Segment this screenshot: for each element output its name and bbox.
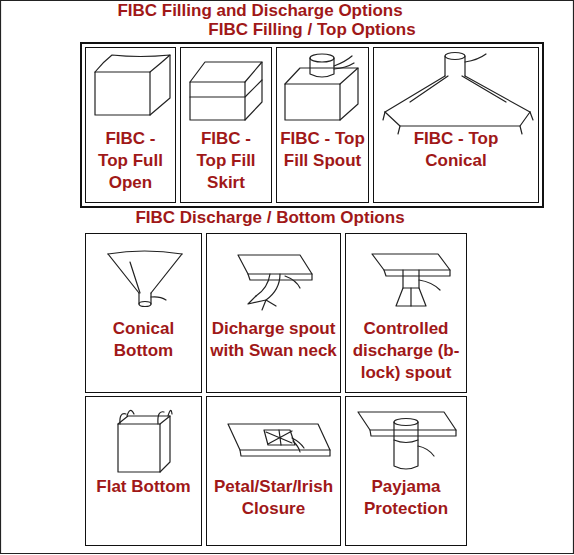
illustration-line — [130, 262, 140, 293]
b-lock-spout-figure — [372, 254, 450, 306]
illustration-line — [385, 76, 530, 112]
illustration-line — [419, 280, 440, 290]
illustration-line — [118, 416, 170, 424]
illustration-line — [151, 297, 166, 300]
group-heading: FIBC Filling / Top Options — [82, 20, 542, 40]
illustration-line — [465, 54, 486, 62]
petal-closure-figure — [228, 424, 330, 456]
flat-bottom-bag-figure — [118, 410, 172, 472]
illustration-line — [310, 58, 334, 77]
bag-open-top — [95, 55, 170, 115]
bag-conical-top — [383, 53, 533, 135]
option-label: FIBC - Top Fill Skirt — [182, 128, 270, 194]
bag-spout-top — [285, 54, 358, 120]
illustration-line — [394, 419, 418, 426]
payjama-protection-figure — [358, 412, 456, 469]
illustration-line — [394, 440, 418, 443]
illustration-line — [334, 56, 352, 66]
illustration-line — [358, 412, 456, 430]
illustration-line — [238, 255, 312, 274]
illustration-line — [256, 274, 280, 300]
option-label: FIBC - Top Full Open — [87, 128, 174, 194]
option-box: Controlled discharge (b-lock) spout — [345, 233, 467, 393]
illustration-line — [292, 438, 304, 452]
illustration-line — [403, 270, 419, 288]
illustration-line — [266, 430, 292, 445]
option-label: Controlled discharge (b-lock) spout — [347, 318, 465, 384]
option-box: Petal/Star/Irish Closure — [206, 396, 341, 546]
illustration-line — [394, 422, 418, 469]
illustration-line — [150, 55, 170, 115]
illustration-line — [445, 56, 465, 76]
illustration-line — [372, 254, 450, 270]
option-box: FIBC - Top Conical — [373, 47, 539, 203]
illustration-line — [245, 62, 262, 120]
illustration-line — [340, 68, 358, 120]
option-label: FIBC - Top Conical — [410, 128, 502, 172]
illustration-line — [418, 446, 434, 456]
illustration-line — [384, 270, 450, 276]
illustration-line — [190, 62, 262, 82]
option-box: Dicharge spout with Swan neck — [206, 233, 341, 393]
illustration-line — [108, 251, 182, 254]
section-heading: FIBC Discharge / Bottom Options — [60, 208, 480, 228]
option-label: FIBC - Top Fill Spout — [278, 128, 367, 172]
illustration-line — [410, 288, 411, 306]
illustration-line — [118, 424, 160, 472]
illustration-line — [445, 53, 465, 60]
illustration-line — [127, 410, 172, 416]
illustration-line — [370, 430, 456, 436]
illustration-line — [120, 412, 164, 424]
illustration-line — [334, 63, 354, 69]
illustration-line — [285, 84, 340, 120]
option-label: Flat Bottom — [87, 476, 200, 498]
illustration-line — [396, 288, 426, 306]
option-box: Conical Bottom — [85, 233, 202, 393]
option-box: FIBC - Top Fill Skirt — [180, 47, 272, 203]
option-label: Dicharge spout with Swan neck — [208, 318, 339, 362]
illustration-line — [95, 72, 150, 115]
conical-bottom-figure — [108, 251, 182, 307]
illustration-line — [160, 416, 170, 472]
option-box: FIBC - Top Fill Spout — [276, 47, 369, 203]
illustration-line — [190, 82, 245, 120]
illustration-line — [240, 450, 330, 456]
illustration-line — [108, 254, 182, 293]
illustration-line — [139, 302, 151, 307]
illustration-line — [228, 424, 330, 450]
illustration-line — [310, 54, 334, 62]
option-box: FIBC - Top Full Open — [85, 47, 176, 203]
bag-skirt-top — [190, 62, 262, 120]
option-box: Flat Bottom — [85, 396, 202, 546]
illustration-line — [285, 68, 358, 84]
illustration-line — [248, 296, 276, 310]
diagram-title: FIBC Filling and Discharge Options — [60, 1, 460, 21]
option-label: Payjama Protection — [347, 476, 465, 520]
option-label: Conical Bottom — [87, 318, 200, 362]
illustration-line — [385, 112, 530, 126]
illustration-line — [190, 80, 262, 97]
swan-neck-spout-figure — [238, 255, 312, 310]
option-box: Payjama Protection — [345, 396, 467, 546]
group-frame: FIBC Filling / Top OptionsFIBC - Top Ful… — [80, 42, 544, 208]
option-label: Petal/Star/Irish Closure — [208, 476, 339, 520]
illustration-line — [264, 430, 295, 445]
illustration-line — [95, 55, 170, 72]
illustration-line — [285, 276, 300, 288]
